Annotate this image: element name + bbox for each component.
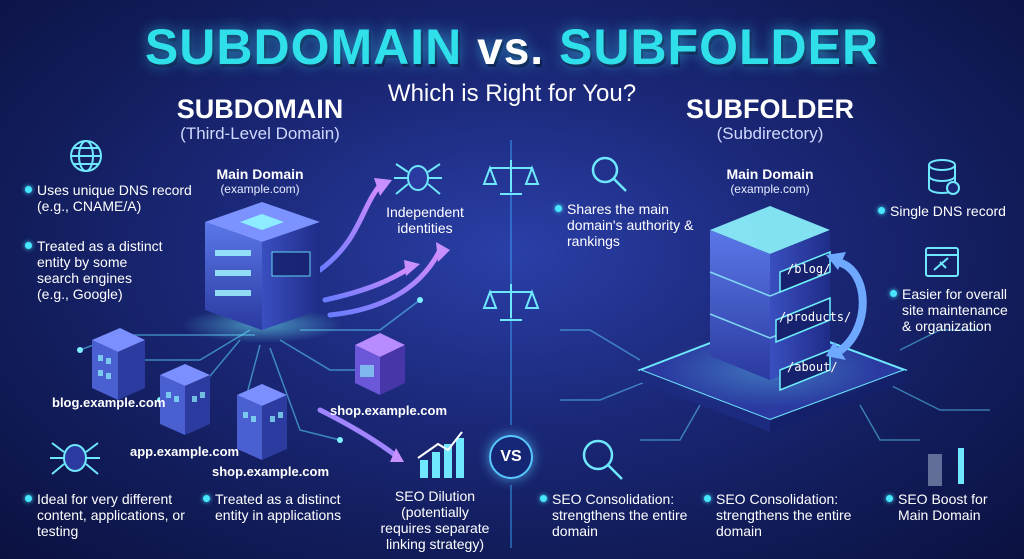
subfolder-server-stack xyxy=(709,206,831,392)
subfolder-point-consolidation-2: SEO Consolidation: strengthens the entir… xyxy=(704,491,856,539)
search-icon-bottom xyxy=(582,439,623,480)
settings-window-icon xyxy=(925,247,959,277)
search-icon xyxy=(591,156,627,192)
subdomain-point-apps: Treated as a distinct entity in applicat… xyxy=(203,491,365,523)
subdomain-point-ideal: Ideal for very different content, applic… xyxy=(25,491,187,539)
subdomain-heading: SUBDOMAIN xyxy=(176,94,344,124)
path-label-blog: /blog/ xyxy=(787,262,831,276)
subdomain-main-domain-label: Main Domain xyxy=(216,166,304,182)
subfolder-subheading: (Subdirectory) xyxy=(716,124,824,143)
building-label-shop-store: shop.example.com xyxy=(330,403,448,418)
subdomain-subheading: (Third-Level Domain) xyxy=(180,124,340,143)
globe-icon xyxy=(70,140,102,172)
title-left: SUBDOMAIN xyxy=(144,19,463,75)
identity-arrows xyxy=(317,182,443,458)
scales-icon xyxy=(482,160,540,195)
main-title: SUBDOMAIN vs. SUBFOLDER xyxy=(0,18,1024,76)
cycle-arrow xyxy=(834,258,867,356)
right-circuit-lines xyxy=(560,329,990,441)
subfolder-point-boost: SEO Boost for Main Domain xyxy=(886,491,1008,523)
subdomain-point-dns: Uses unique DNS record (e.g., CNAME/A) xyxy=(25,182,197,214)
subfolder-point-consolidation-1: SEO Consolidation: strengthens the entir… xyxy=(540,491,692,539)
growth-chart-icon xyxy=(417,431,464,478)
building-label-shop: shop.example.com xyxy=(212,464,330,479)
subfolder-main-domain-label: Main Domain xyxy=(726,166,814,182)
subfolder-point-dns: Single DNS record xyxy=(878,203,1020,219)
subfolder-main-domain-url: (example.com) xyxy=(730,182,810,196)
subdomain-point-dilution: SEO Dilution (potentially requires separ… xyxy=(380,488,490,552)
path-label-products: /products/ xyxy=(779,310,852,324)
buildings-left xyxy=(92,328,405,460)
store-icon xyxy=(355,333,405,395)
spider-icon xyxy=(394,163,442,195)
building-label-app: app.example.com xyxy=(130,444,240,459)
subfolder-heading: SUBFOLDER xyxy=(686,94,854,124)
path-label-about: /about/ xyxy=(787,360,838,374)
subdomain-point-distinct: Treated as a distinct entity by some sea… xyxy=(25,238,167,302)
scales-icon-2 xyxy=(482,284,540,321)
subfolder-point-authority: Shares the main domain's authority & ran… xyxy=(555,201,707,249)
boost-chart-icon xyxy=(928,448,964,486)
title-vs: vs. xyxy=(477,22,545,74)
database-icon xyxy=(928,159,960,195)
building-label-blog: blog.example.com xyxy=(52,395,166,410)
title-right: SUBFOLDER xyxy=(558,19,880,75)
spider-icon-bottom xyxy=(50,442,100,475)
vs-badge: VS xyxy=(489,435,533,479)
subdomain-main-server xyxy=(182,202,342,343)
subdomain-main-domain-url: (example.com) xyxy=(220,182,300,196)
subfolder-point-maintenance: Easier for overall site maintenance & or… xyxy=(890,286,1017,334)
subdomain-point-identities: Independent identities xyxy=(386,204,464,236)
subtitle: Which is Right for You? xyxy=(387,80,637,107)
